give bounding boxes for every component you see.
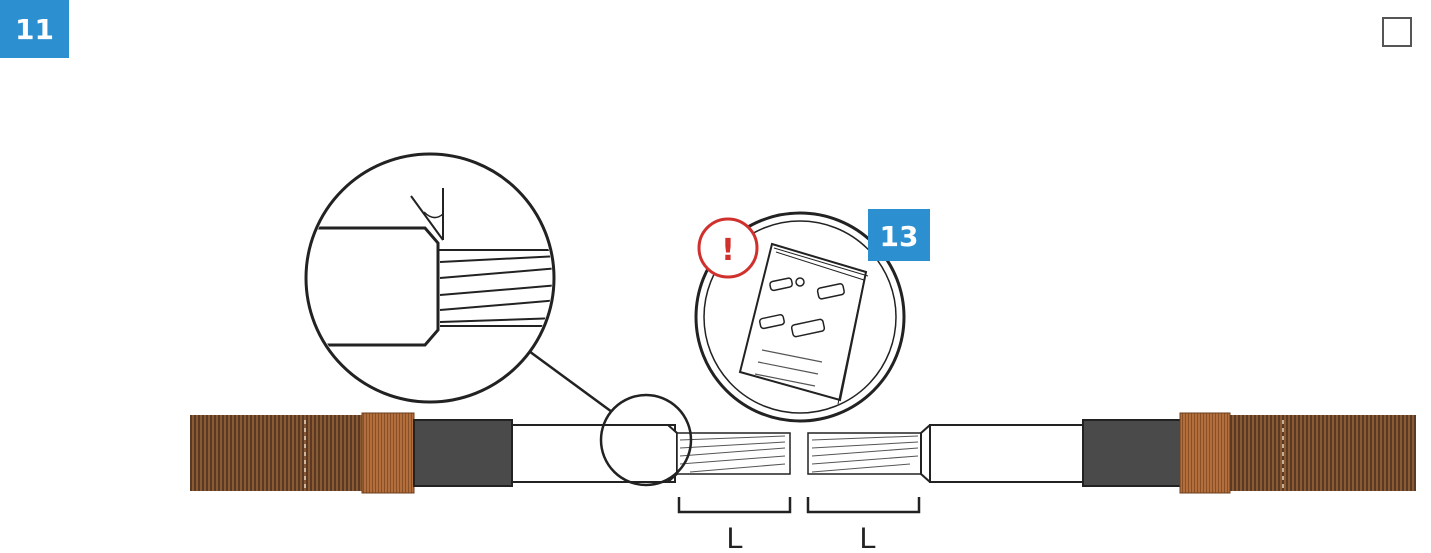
left-wire-screen bbox=[190, 415, 370, 491]
dimension-label-right: L bbox=[860, 522, 877, 553]
right-cable bbox=[807, 412, 1416, 494]
warning-icon bbox=[697, 217, 759, 279]
right-wire-screen bbox=[1230, 415, 1416, 491]
left-copper-tape bbox=[361, 412, 415, 494]
right-copper-tape bbox=[1179, 412, 1231, 494]
warning-symbol: ! bbox=[721, 233, 735, 268]
dimension-bracket-left bbox=[677, 497, 792, 514]
right-conductor bbox=[807, 432, 922, 475]
reference-step-number: 13 bbox=[880, 220, 919, 253]
right-insulation bbox=[929, 424, 1084, 483]
step-complete-checkbox[interactable] bbox=[1382, 17, 1412, 47]
detail-leader-line bbox=[517, 341, 613, 414]
reference-step-badge bbox=[868, 209, 930, 261]
step-number-badge: 11 bbox=[0, 0, 69, 58]
left-outer-jacket bbox=[413, 419, 513, 487]
left-insulation bbox=[511, 424, 676, 483]
detail-focus-circle bbox=[599, 393, 693, 487]
left-conductor bbox=[676, 432, 791, 475]
left-cable bbox=[190, 412, 791, 494]
chamfer-angle-arc bbox=[423, 211, 444, 219]
dimension-label-left: L bbox=[727, 522, 744, 553]
dimension-bracket-right bbox=[806, 497, 921, 514]
right-outer-jacket bbox=[1082, 419, 1182, 487]
reference-manual-callout: ! 13 bbox=[694, 209, 930, 423]
zoom-detail-insulation-chamfer bbox=[304, 152, 556, 404]
manual-booklet-icon bbox=[738, 242, 869, 405]
